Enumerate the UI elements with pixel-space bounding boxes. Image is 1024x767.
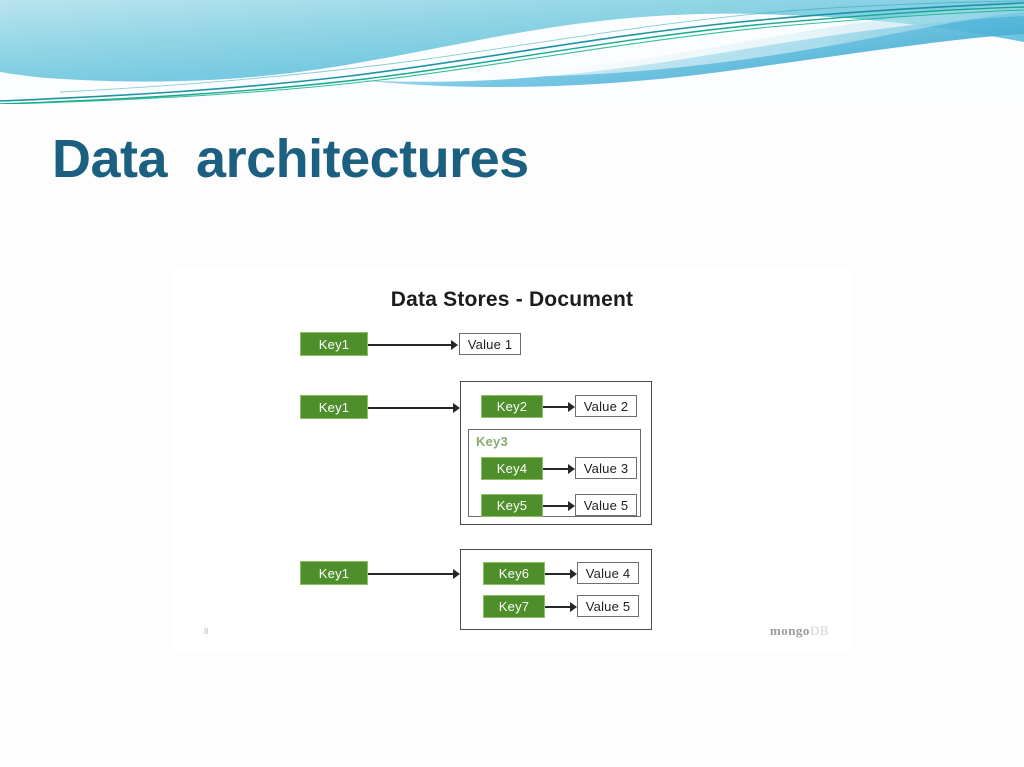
value-box-group3-pair1: Value 4 xyxy=(577,562,639,584)
value-box-group2-embedded-pair2: Value 5 xyxy=(575,494,637,516)
mongodb-logo: mongoDB xyxy=(770,623,829,639)
mongodb-logo-mongo: mongo xyxy=(769,623,810,638)
value-box-group2-embedded-pair1: Value 3 xyxy=(575,457,637,479)
decorative-wave-banner xyxy=(0,0,1024,104)
key-box-group2-pair1: Key2 xyxy=(481,395,543,418)
value-box-group2-pair1: Value 2 xyxy=(575,395,637,417)
key-box-group3: Key1 xyxy=(300,561,368,585)
key-box-group1: Key1 xyxy=(300,332,368,356)
document-container-group3 xyxy=(460,549,652,630)
diagram-slide-number: 8 xyxy=(204,627,209,636)
embedded-document-container-group2 xyxy=(468,429,641,517)
document-container-group2 xyxy=(460,381,652,525)
mongodb-logo-db: DB xyxy=(809,623,829,638)
key-box-group3-pair1: Key6 xyxy=(483,562,545,585)
diagram-title: Data Stores - Document xyxy=(390,288,634,311)
key-box-group2-embedded-pair1: Key4 xyxy=(481,457,543,480)
value-box-group1: Value 1 xyxy=(459,333,521,355)
key-box-group2: Key1 xyxy=(300,395,368,419)
arrow-group1 xyxy=(368,340,458,350)
key-box-group2-embedded-pair2: Key5 xyxy=(481,494,543,517)
key-box-group3-pair2: Key7 xyxy=(483,595,545,618)
arrow-group2 xyxy=(368,403,463,413)
data-stores-document-diagram: Data Stores - Document Key1 Value 1 Key1… xyxy=(171,268,853,653)
value-box-group3-pair2: Value 5 xyxy=(577,595,639,617)
arrow-group3 xyxy=(368,569,463,579)
embedded-key-label-group2: Key3 xyxy=(476,434,508,449)
page-title: Data architectures xyxy=(52,129,529,189)
